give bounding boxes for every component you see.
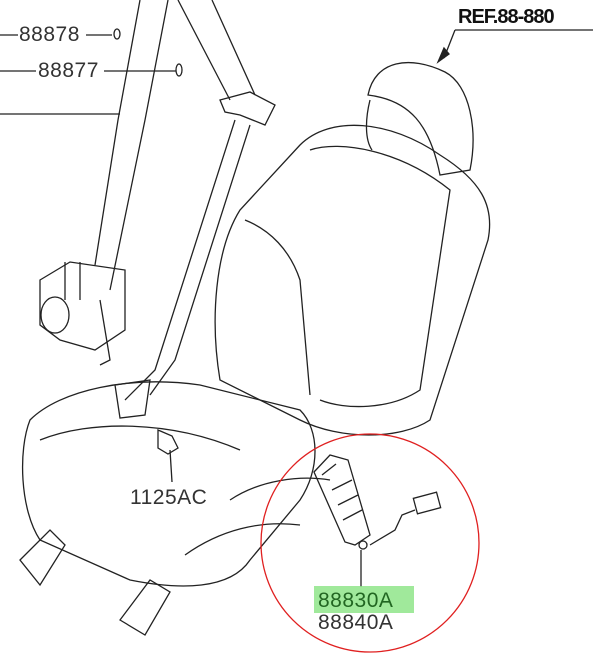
bolt-1125ac <box>157 429 179 483</box>
ref-arrow-head <box>436 46 450 64</box>
label-88830a[interactable]: 88830A <box>318 589 394 612</box>
highlight-88830a <box>314 586 414 613</box>
label-1125ac[interactable]: 1125AC <box>130 486 208 509</box>
highlight-circle <box>260 433 480 653</box>
label-ref-88-880[interactable]: REF.88-880 <box>458 6 555 28</box>
headrest <box>365 61 474 176</box>
seat-belt-buckle <box>313 454 442 587</box>
part-88877-ring <box>175 63 183 77</box>
seat-back <box>214 124 491 436</box>
part-88878-clip <box>113 28 121 40</box>
label-88877[interactable]: 88877 <box>38 59 99 82</box>
label-88878[interactable]: 88878 <box>19 23 80 46</box>
seat-belt <box>39 0 276 419</box>
label-88840a[interactable]: 88840A <box>318 611 394 634</box>
